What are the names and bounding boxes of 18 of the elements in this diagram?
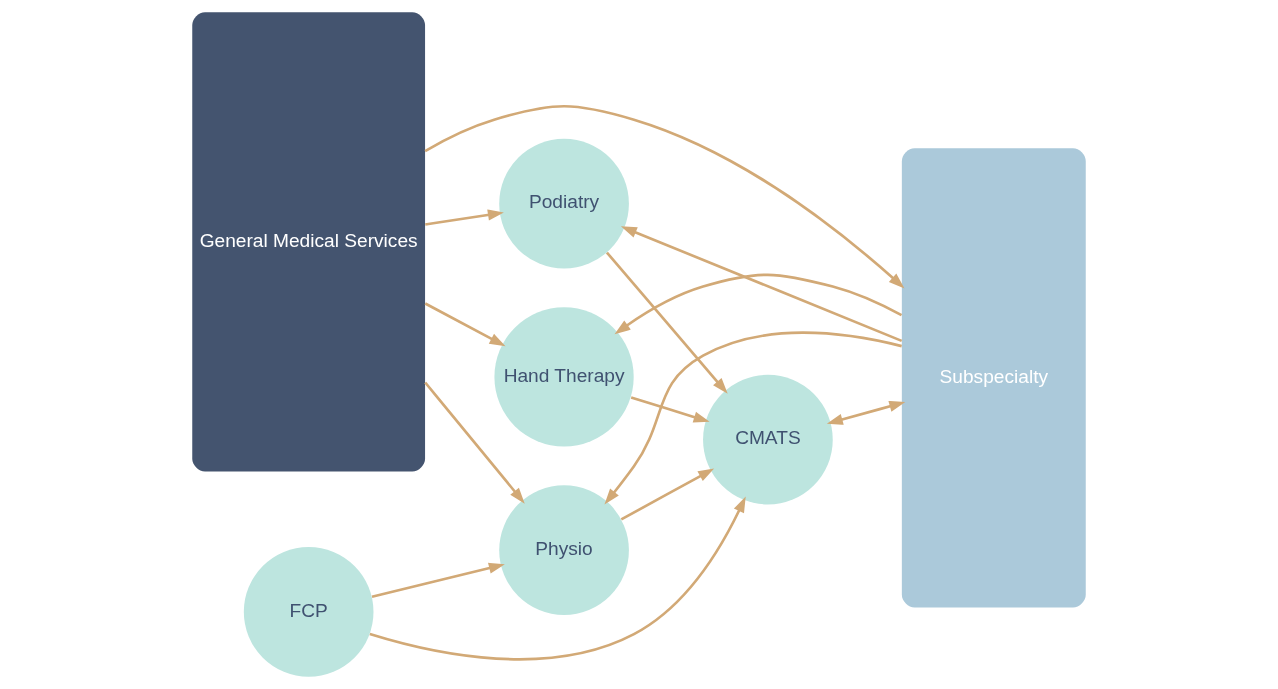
node-circle: FCP [243, 547, 374, 677]
node-box: Subspecialty [901, 148, 1086, 608]
arrow [605, 251, 728, 394]
arrow [630, 396, 710, 423]
arrow [371, 562, 505, 598]
arrow [614, 273, 903, 335]
node-circle: CMATS [703, 374, 833, 505]
node-circle: Podiatry [499, 138, 629, 269]
arrow [425, 209, 504, 226]
arrow [620, 226, 903, 343]
node-box: General Medical Services [192, 12, 426, 472]
arrow [424, 302, 506, 347]
arrow [604, 331, 902, 505]
arrow [620, 468, 715, 521]
arrow [369, 496, 746, 661]
arrow [826, 400, 906, 425]
arrow [424, 104, 905, 289]
arrow [424, 381, 525, 504]
